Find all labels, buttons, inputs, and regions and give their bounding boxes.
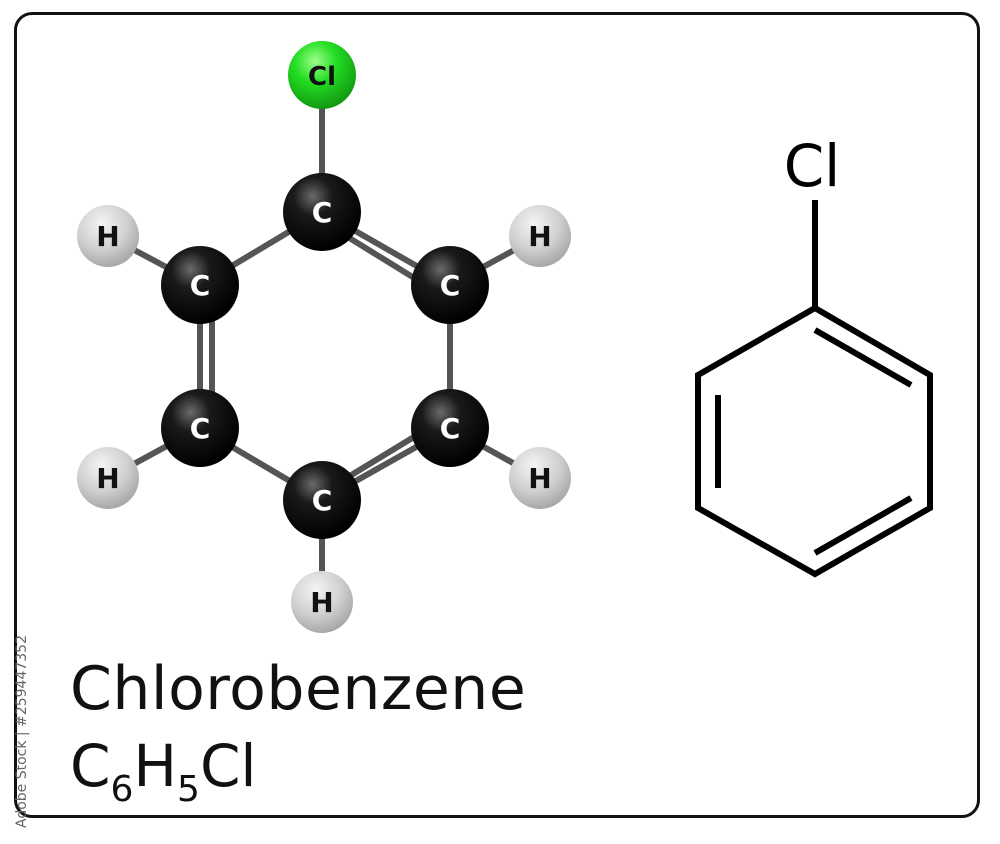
carbon-atom: C <box>283 461 361 539</box>
skeletal-formula <box>695 200 933 578</box>
hydrogen-atom: H <box>77 205 139 267</box>
ring-double-bond <box>813 495 913 556</box>
carbon-atom: C <box>411 389 489 467</box>
atom-label: C <box>190 412 211 445</box>
atom-label: C <box>312 484 333 517</box>
atom-label: C <box>440 412 461 445</box>
chlorine-atom: Cl <box>288 41 356 109</box>
hydrogen-atoms: H H H H H <box>77 205 571 633</box>
atom-label: C <box>190 269 211 302</box>
formula-hydrogen-count: 5 <box>177 768 200 810</box>
ring-double-bond <box>813 327 913 388</box>
carbon-atom: C <box>161 246 239 324</box>
atom-label: H <box>96 462 119 495</box>
molecule-name: Chlorobenzene <box>70 654 527 724</box>
carbon-atoms: C C C C C C <box>161 173 489 539</box>
molecular-formula: C6H5Cl <box>70 732 257 810</box>
hydrogen-atom: H <box>77 447 139 509</box>
carbon-atom: C <box>283 173 361 251</box>
atom-label: H <box>96 220 119 253</box>
benzene-ring <box>695 304 933 578</box>
atom-label: H <box>310 586 333 619</box>
carbon-atom: C <box>411 246 489 324</box>
formula-carbon: C <box>70 732 111 800</box>
hydrogen-atom: H <box>509 205 571 267</box>
atom-label: H <box>528 220 551 253</box>
carbon-atom: C <box>161 389 239 467</box>
formula-carbon-count: 6 <box>110 768 134 810</box>
stock-credit: Adobe Stock | #259447352 <box>14 635 30 828</box>
formula-chlorine: Cl <box>199 732 257 800</box>
atom-label: H <box>528 462 551 495</box>
atom-label: C <box>440 269 461 302</box>
skeletal-chlorine-label: Cl <box>784 132 841 200</box>
hydrogen-atom: H <box>509 447 571 509</box>
hydrogen-atom: H <box>291 571 353 633</box>
formula-hydrogen: H <box>133 732 178 800</box>
atom-label: C <box>312 196 333 229</box>
atom-label: Cl <box>308 62 336 92</box>
